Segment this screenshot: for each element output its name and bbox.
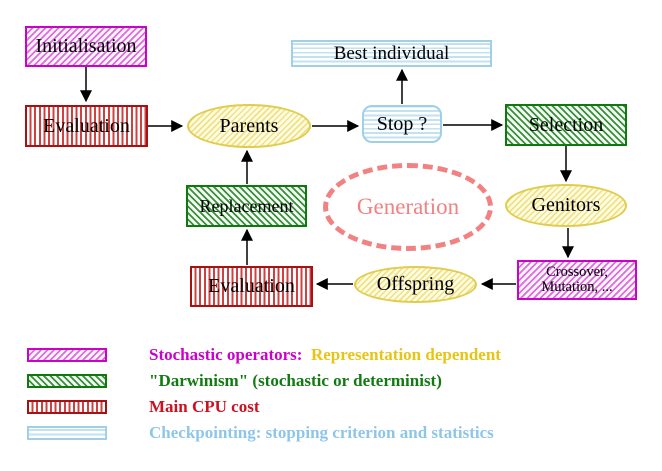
legend-row-cpu-cost: Main CPU cost	[27, 397, 259, 417]
legend-swatch-red-stripes	[27, 400, 107, 414]
legend-swatch-magenta-hatch	[27, 348, 107, 362]
generation-loop-ellipse: Generation	[323, 163, 493, 251]
node-evaluation-bottom: Evaluation	[190, 266, 313, 307]
legend-label-stochastic-title: Stochastic operators:	[149, 345, 303, 364]
legend-swatch-cyan-stripes	[27, 426, 107, 440]
legend-label-darwinism: "Darwinism" (stochastic or determinist)	[149, 371, 442, 390]
legend-label-representation: Representation dependent	[310, 345, 501, 364]
node-stop: Stop ?	[362, 105, 442, 143]
crossover-mutation-label: Crossover, Mutation, ...	[541, 263, 613, 295]
legend-swatch-green-hatch	[27, 374, 107, 388]
node-genitors: Genitors	[505, 184, 627, 227]
crossover-line: Crossover,	[546, 263, 608, 280]
mutation-line: Mutation, ...	[541, 279, 613, 295]
legend-row-darwinism: "Darwinism" (stochastic or determinist)	[27, 371, 442, 391]
legend-label-cpu-cost: Main CPU cost	[149, 397, 260, 416]
node-best-individual: Best individual	[291, 40, 492, 67]
node-replacement: Replacement	[186, 185, 307, 227]
node-crossover-mutation: Crossover, Mutation, ...	[517, 260, 637, 300]
node-evaluation-top: Evaluation	[25, 105, 148, 147]
legend-row-stochastic: Stochastic operators: Representation dep…	[27, 345, 501, 365]
node-offspring: Offspring	[354, 266, 477, 303]
legend-label-checkpointing: Checkpointing: stopping criterion and st…	[149, 423, 494, 442]
legend-row-checkpointing: Checkpointing: stopping criterion and st…	[27, 423, 494, 443]
node-initialisation: Initialisation	[25, 26, 147, 67]
legend-label-stochastic: Stochastic operators: Representation dep…	[149, 345, 501, 365]
node-parents: Parents	[187, 104, 311, 148]
node-selection: Selection	[505, 104, 627, 146]
